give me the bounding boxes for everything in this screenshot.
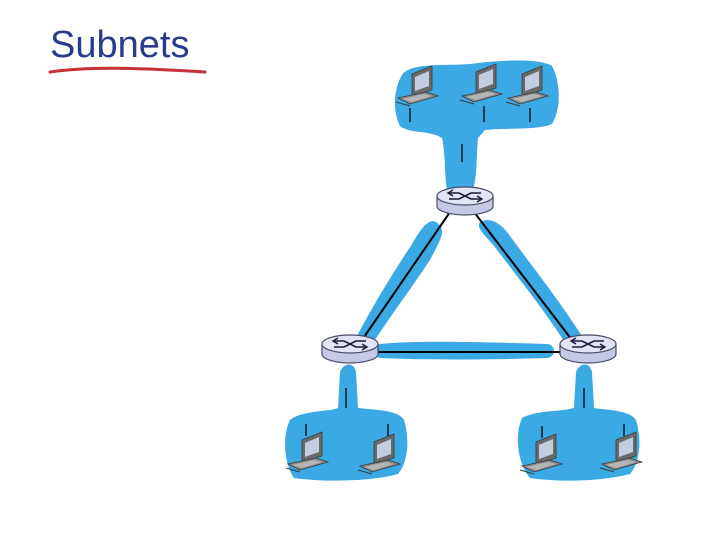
- host-links-bottom-right: [541, 388, 625, 438]
- link-band-top-left: [356, 221, 443, 346]
- router-top-icon: [436, 186, 494, 216]
- router-right-icon: [559, 334, 617, 364]
- title-underline: [48, 66, 207, 74]
- host-links-top: [409, 106, 531, 162]
- link-band-left-right: [374, 341, 554, 360]
- host-links-bottom-left: [305, 388, 389, 436]
- slide-title: Subnets: [50, 24, 190, 66]
- link-top-left: [361, 211, 451, 341]
- link-top-right: [473, 211, 573, 341]
- router-left-icon: [321, 334, 379, 364]
